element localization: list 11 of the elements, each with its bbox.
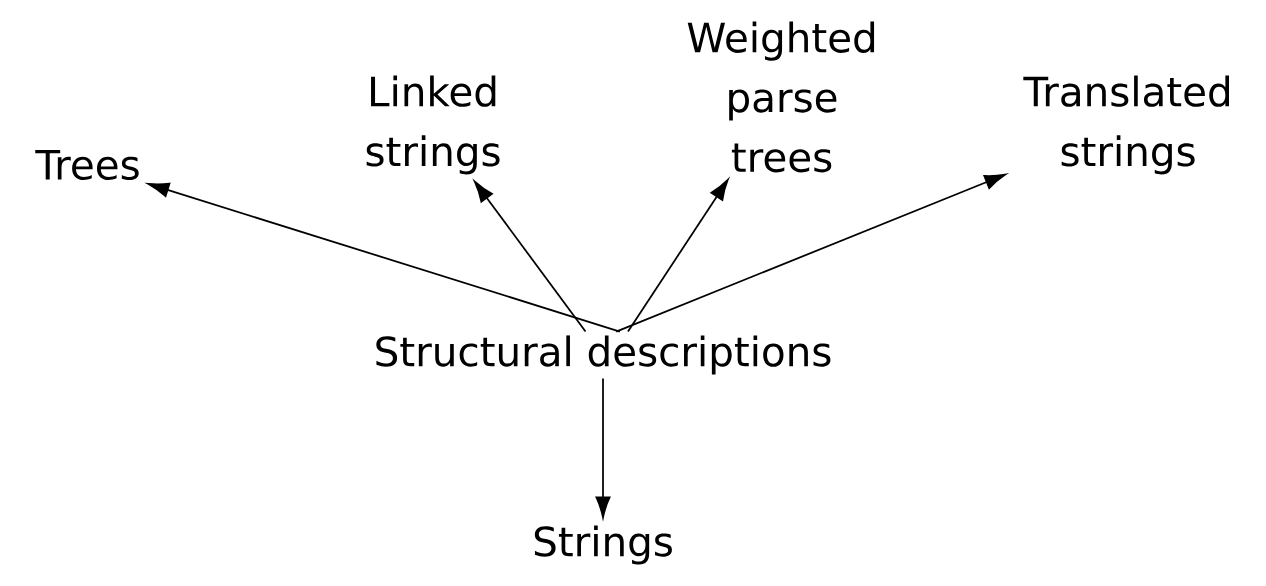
label-text: Trees [35,150,139,180]
label-text: Strings [534,525,672,565]
label-text: Weighted parse trees [687,21,875,173]
arrow [595,377,611,519]
label-text: Translated strings [1023,75,1229,175]
label-text: Linked strings [366,75,500,175]
arrow [147,182,621,333]
arrow [627,178,729,333]
label-text: Structural descriptions [376,335,831,375]
arrow [615,173,1007,333]
arrow [473,180,587,333]
